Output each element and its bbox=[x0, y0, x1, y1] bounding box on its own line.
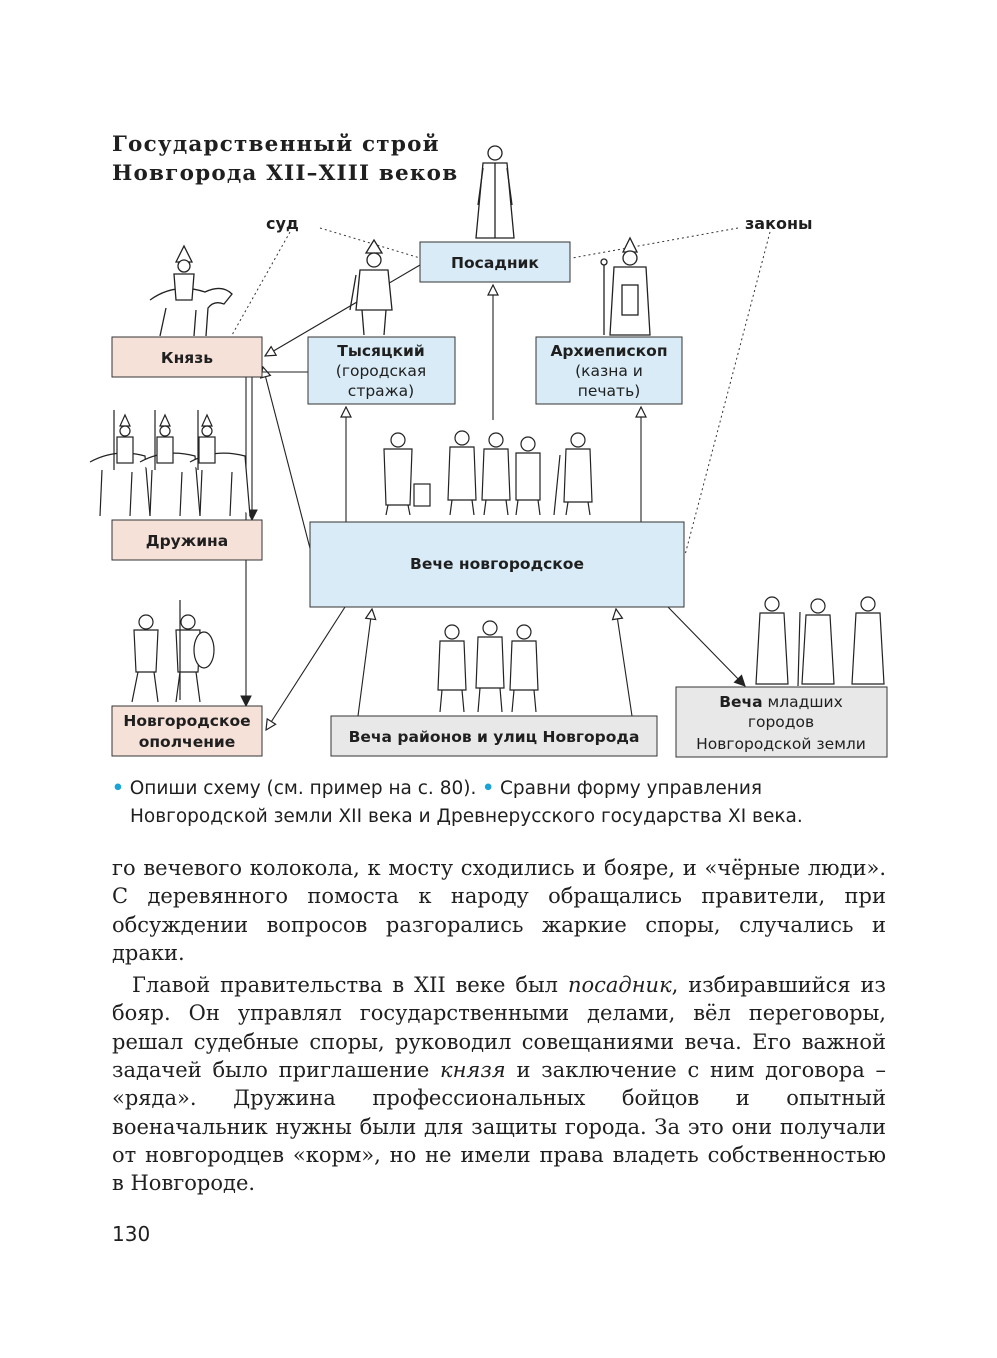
task-block: • Опиши схему (см. пример на с. 80). • С… bbox=[112, 775, 892, 831]
veche-crowd-icon bbox=[383, 430, 593, 516]
body-text: го вечевого колокола, к мосту сходились … bbox=[112, 854, 886, 1198]
node-posadnik: Посадник bbox=[419, 241, 571, 283]
node-veche: Вече новгородское bbox=[309, 521, 685, 608]
node-junior-veche-line2: городов bbox=[748, 713, 814, 731]
node-archbishop-name: Архиепископ bbox=[550, 342, 667, 360]
paragraph-1: го вечевого колокола, к мосту сходились … bbox=[112, 856, 886, 965]
node-prince: Князь bbox=[111, 336, 263, 378]
paragraph-2: Главой правительства в XII веке был поса… bbox=[112, 971, 886, 1197]
node-posadnik-label: Посадник bbox=[451, 254, 539, 272]
node-archbishop-line3: печать) bbox=[578, 382, 641, 400]
node-archbishop-line2: (казна и bbox=[575, 362, 643, 380]
government-diagram: суд законы Посадник Князь Тысяцкий (горо… bbox=[89, 145, 888, 758]
diagram-title: Государственный строй Новгорода XII–XIII… bbox=[112, 130, 458, 188]
task-2-part-a: Сравни форму управления bbox=[499, 778, 762, 799]
node-junior-veche-line3: Новгородской земли bbox=[696, 735, 866, 753]
militia-warriors-icon bbox=[131, 600, 215, 703]
node-militia: Новгородское ополчение bbox=[111, 705, 263, 757]
district-crowd-icon bbox=[437, 620, 539, 713]
node-archbishop: Архиепископ (казна и печать) bbox=[535, 336, 683, 405]
node-tysyatsky-line3: стража) bbox=[348, 382, 414, 400]
task-bullet-icon: • bbox=[112, 778, 124, 799]
paragraph-2-a: Главой правительства в XII веке был bbox=[132, 973, 568, 998]
arrow-posadnik-to-prince bbox=[265, 264, 421, 356]
node-junior-veche-line1: Веча младших bbox=[719, 693, 843, 711]
task-line-2: Новгородской земли XII века и Древнерусс… bbox=[130, 806, 803, 827]
node-druzhina-label: Дружина bbox=[146, 532, 228, 550]
arrow-veche-to-prince bbox=[263, 367, 313, 557]
node-druzhina: Дружина bbox=[111, 519, 263, 561]
node-junior-veche-rest: младших bbox=[763, 693, 843, 711]
arrow-veche-to-militia bbox=[266, 606, 346, 730]
page-number: 130 bbox=[112, 1222, 151, 1246]
task-line-1: • Опиши схему (см. пример на с. 80). • С… bbox=[112, 775, 892, 803]
druzhina-horsemen-icon bbox=[89, 410, 251, 517]
arrow-veche-to-junior bbox=[667, 606, 745, 686]
task-bullet-icon: • bbox=[482, 778, 495, 799]
task-1: Опиши схему (см. пример на с. 80). bbox=[129, 778, 477, 799]
arrow-district-to-veche bbox=[357, 609, 372, 717]
node-prince-label: Князь bbox=[161, 349, 213, 367]
label-court: суд bbox=[266, 214, 299, 233]
node-tysyatsky: Тысяцкий (городская стража) bbox=[307, 336, 456, 405]
prince-horseman-icon bbox=[149, 244, 233, 337]
node-militia-line1: Новгородское bbox=[123, 712, 250, 730]
label-laws: законы bbox=[745, 214, 812, 233]
node-tysyatsky-line2: (городская bbox=[336, 362, 426, 380]
node-militia-line2: ополчение bbox=[139, 733, 236, 751]
tysyatsky-figure-icon bbox=[349, 238, 393, 336]
title-line-1: Государственный строй bbox=[112, 132, 440, 157]
posadnik-figure-icon bbox=[475, 145, 515, 239]
node-district-veche-label: Веча районов и улиц Новгорода bbox=[349, 728, 640, 746]
arrow-district-to-veche-2 bbox=[616, 609, 633, 717]
dotted-connectors bbox=[231, 227, 771, 556]
archbishop-figure-icon bbox=[600, 236, 651, 336]
term-prince: князя bbox=[440, 1058, 506, 1083]
paragraph-2-c: и заключение с ним договора – «ряда». Др… bbox=[112, 1058, 886, 1196]
term-posadnik: посадник bbox=[567, 973, 672, 998]
node-tysyatsky-name: Тысяцкий bbox=[337, 342, 424, 360]
node-junior-veche: Веча младших городов Новгородской земли bbox=[675, 686, 888, 758]
title-line-2: Новгорода XII–XIII веков bbox=[112, 161, 459, 186]
node-junior-veche-bold: Веча bbox=[719, 693, 762, 711]
junior-veche-figures-icon bbox=[755, 596, 885, 687]
node-veche-label: Вече новгородское bbox=[410, 555, 584, 573]
node-district-veche: Веча районов и улиц Новгорода bbox=[330, 715, 658, 757]
paragraph-2-b: , избиравшийся из бояр. Он управлял госу… bbox=[112, 973, 886, 1083]
